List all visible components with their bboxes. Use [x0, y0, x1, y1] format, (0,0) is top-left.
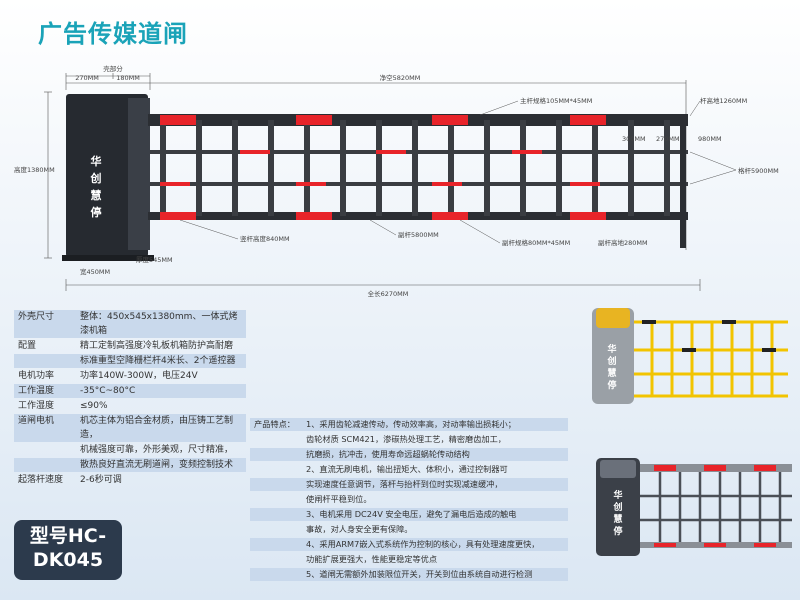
svg-text:竖杆高度840MM: 竖杆高度840MM [240, 234, 290, 243]
red-barrier-image: 华 创 慧 停 [596, 458, 792, 556]
model-line-2: DK045 [32, 549, 104, 571]
svg-text:格杆5900MM: 格杆5900MM [738, 166, 779, 175]
model-line-1: 型号HC- [29, 525, 107, 547]
spec-row: 道闸电机 机芯主体为铝合金材质，由压铸工艺制造， [14, 414, 246, 442]
svg-text:宽450MM: 宽450MM [80, 267, 110, 276]
svg-text:创: 创 [612, 501, 622, 513]
svg-text:创: 创 [606, 355, 616, 367]
feature-row: 2、直流无刷电机，输出扭矩大、体积小，通过控制器可 [306, 464, 508, 474]
svg-text:300MM: 300MM [622, 135, 646, 143]
svg-text:厚度545MM: 厚度545MM [136, 255, 173, 264]
gate-cabinet [66, 94, 148, 257]
feature-row: 产品特点：1、采用齿轮减速传动，传动效率高，对动率输出损耗小； [250, 418, 568, 431]
svg-text:净空5820MM: 净空5820MM [380, 73, 421, 82]
svg-text:慧: 慧 [613, 513, 622, 525]
features-table: 产品特点：1、采用齿轮减速传动，传动效率高，对动率输出损耗小； 齿轮材质 SCM… [250, 418, 568, 583]
yellow-barrier-image: 华 创 慧 停 [592, 308, 788, 404]
page-title: 广告传媒道闸 [38, 20, 188, 48]
svg-text:华: 华 [613, 489, 622, 501]
svg-text:全长6270MM: 全长6270MM [368, 289, 409, 298]
svg-text:副杆规格80MM*45MM: 副杆规格80MM*45MM [502, 238, 570, 247]
feature-row: 5、道闸无需额外加装限位开关，开关到位由系统自动进行检测 [250, 568, 568, 581]
spec-table: 外壳尺寸 整体：450x545x1380mm、一体式烤漆机箱 配置 精工定制高强… [14, 310, 246, 489]
feature-row: 3、电机采用 DC24V 安全电压，避免了漏电后造成的触电 [250, 508, 568, 521]
svg-text:壳部分: 壳部分 [103, 64, 123, 73]
feature-row: 功能扩展更强大，性能更稳定等优点 [306, 554, 438, 564]
svg-text:主杆规格105MM*45MM: 主杆规格105MM*45MM [520, 96, 592, 105]
feature-row: 实现速度任意调节，落杆与抬杆到位时实现减速缓冲， [250, 478, 568, 491]
spec-row: 工作温度 -35°C~80°C [14, 384, 246, 398]
svg-text:杆高地1260MM: 杆高地1260MM [700, 96, 747, 105]
feature-row: 4、采用ARM7嵌入式系统作为控制的核心，具有处理速度更快， [250, 538, 568, 551]
svg-text:980MM: 980MM [698, 135, 722, 143]
svg-text:慧: 慧 [607, 367, 616, 379]
feature-row: 齿轮材质 SCM421，渗碳热处理工艺，精密磨齿加工， [306, 434, 506, 444]
svg-text:华: 华 [607, 343, 616, 355]
svg-text:华: 华 [91, 154, 102, 168]
svg-text:停: 停 [613, 525, 622, 537]
svg-text:停: 停 [607, 379, 616, 391]
svg-text:慧: 慧 [91, 188, 102, 202]
svg-text:270MM: 270MM [656, 135, 680, 143]
svg-text:副杆5800MM: 副杆5800MM [398, 230, 439, 239]
spec-row: 配置 精工定制高强度冷轧板机箱防护高耐磨 [18, 341, 234, 351]
svg-text:270MM: 270MM [75, 74, 99, 82]
cabinet-brand: 华 创 慧 停 [90, 154, 102, 219]
barrier-boom [148, 114, 688, 248]
model-badge: 型号HC- DK045 [14, 520, 122, 580]
barrier-gate-drawing: 华 创 慧 停 壳部分 270MM 180MM 净空5820MM 主杆规格105… [14, 64, 779, 298]
svg-text:创: 创 [90, 171, 102, 185]
svg-text:副杆高地280MM: 副杆高地280MM [598, 238, 648, 247]
svg-text:180MM: 180MM [116, 74, 140, 82]
spec-row: 工作湿度 ≤90% [18, 401, 108, 411]
spec-row: 标准重型空降栅栏杆4米长、2个遥控器 [14, 354, 246, 368]
spec-row: 机械强度可靠，外形美观，尺寸精准， [80, 445, 234, 455]
svg-text:停: 停 [91, 205, 102, 219]
spec-row: 外壳尺寸 整体：450x545x1380mm、一体式烤漆机箱 [14, 310, 246, 338]
svg-text:高度1380MM: 高度1380MM [14, 165, 55, 174]
spec-row: 散热良好直流无刷道闸，变频控制技术 [14, 458, 246, 472]
spec-row: 电机功率 功率140W-300W，电压24V [18, 371, 198, 381]
spec-row: 起落杆速度 2-6秒可调 [18, 475, 122, 485]
feature-row: 使闸杆平稳到位。 [306, 494, 372, 504]
feature-row: 抗磨损，抗冲击，使用寿命远超蜗轮传动结构 [250, 448, 568, 461]
feature-row: 事故，对人身安全更有保障。 [306, 524, 413, 534]
